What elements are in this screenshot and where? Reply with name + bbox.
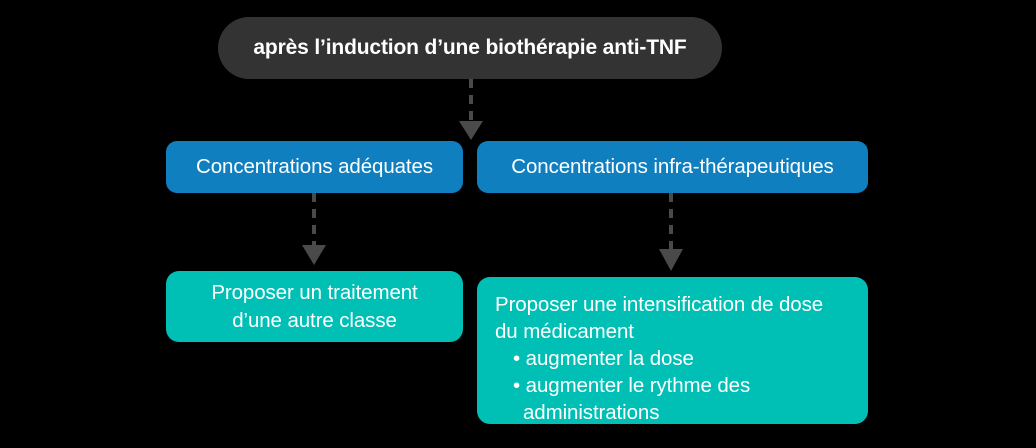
action-box-bullet-item: • augmenter le rythme des administration… bbox=[513, 374, 751, 425]
flowchart-title-node: après l’induction d’une biothérapie anti… bbox=[218, 17, 722, 79]
action-box-other-class: Proposer un traitement d’une autre class… bbox=[166, 271, 463, 342]
action-box-other-class-line-1: Proposer un traitement bbox=[211, 281, 418, 305]
flowchart-title-text: après l’induction d’une biothérapie anti… bbox=[253, 36, 687, 59]
action-box-dose-intensification: Proposer une intensification de dose du … bbox=[477, 277, 868, 424]
action-box-other-class-line-2: d’une autre classe bbox=[232, 308, 397, 332]
condition-box-infra-therapeutic-label: Concentrations infra-thérapeutiques bbox=[511, 155, 834, 178]
action-box-dose-intensification-lead-line-2: du médicament bbox=[495, 320, 634, 344]
condition-box-infra-therapeutic: Concentrations infra-thérapeutiques bbox=[477, 141, 868, 193]
condition-box-adequate-label: Concentrations adéquates bbox=[196, 155, 433, 178]
arrow-title-to-branches bbox=[459, 79, 483, 141]
arrow-adequate-to-action bbox=[302, 193, 326, 267]
action-box-other-class-text: Proposer un traitement d’une autre class… bbox=[211, 279, 417, 333]
action-box-dose-intensification-lead-line-1: Proposer une intensification de dose bbox=[495, 293, 824, 316]
arrow-infra-to-action bbox=[659, 193, 683, 273]
action-box-bullet-item: • augmenter la dose bbox=[513, 347, 694, 371]
condition-box-adequate: Concentrations adéquates bbox=[166, 141, 463, 193]
